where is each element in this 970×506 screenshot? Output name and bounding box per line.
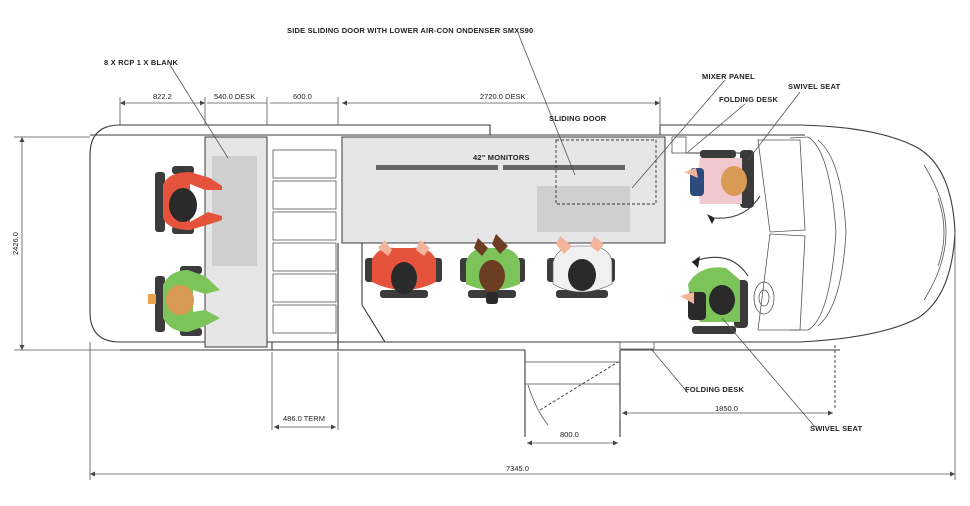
rcp-panel	[212, 156, 257, 266]
desk-operator-1	[365, 240, 442, 298]
label-mixer-panel: MIXER PANEL	[702, 72, 755, 81]
operator-green	[148, 266, 220, 336]
mixer-block	[537, 186, 630, 232]
swivel-operator-top	[684, 150, 761, 224]
dim-2720: 2720.0 DESK	[480, 92, 525, 101]
van-body	[89, 124, 956, 343]
label-folding-desk-top: FOLDING DESK	[719, 95, 778, 104]
folding-desk-bottom	[619, 341, 655, 350]
desk-operator-2	[460, 234, 525, 304]
monitor-1	[376, 165, 498, 170]
swivel-operator-bottom	[680, 256, 749, 334]
operator-red	[155, 166, 222, 234]
dim-822: 822.2	[153, 92, 172, 101]
side-ledge	[120, 342, 840, 351]
label-monitors: 42" MONITORS	[473, 153, 530, 162]
dim-term: 486.0 TERM	[283, 414, 325, 423]
dim-height: 2426.0	[11, 232, 20, 255]
dim-front: 1850.0	[715, 404, 738, 413]
label-folding-desk-bottom: FOLDING DESK	[685, 385, 744, 394]
label-swivel-seat-bottom: SWIVEL SEAT	[810, 424, 863, 433]
dim-door: 800.0	[560, 430, 579, 439]
desk-operator-3	[547, 236, 615, 298]
label-sliding-door: SLIDING DOOR	[549, 114, 607, 123]
equipment-rack	[272, 149, 337, 334]
sliding-door-outline	[555, 139, 657, 205]
side-door	[524, 350, 621, 437]
label-side-door: SIDE SLIDING DOOR WITH LOWER AIR-CON OND…	[287, 26, 533, 35]
leader-lines	[169, 32, 816, 428]
dim-total: 7345.0	[506, 464, 529, 473]
interior-wall	[342, 242, 386, 343]
dimension-lines	[14, 97, 956, 480]
dim-600: 600.0	[293, 92, 312, 101]
monitor-2	[503, 165, 625, 170]
label-rcp: 8 X RCP 1 X BLANK	[104, 58, 178, 67]
label-swivel-seat-top: SWIVEL SEAT	[788, 82, 841, 91]
cab	[753, 136, 947, 410]
dim-540: 540.0 DESK	[214, 92, 255, 101]
